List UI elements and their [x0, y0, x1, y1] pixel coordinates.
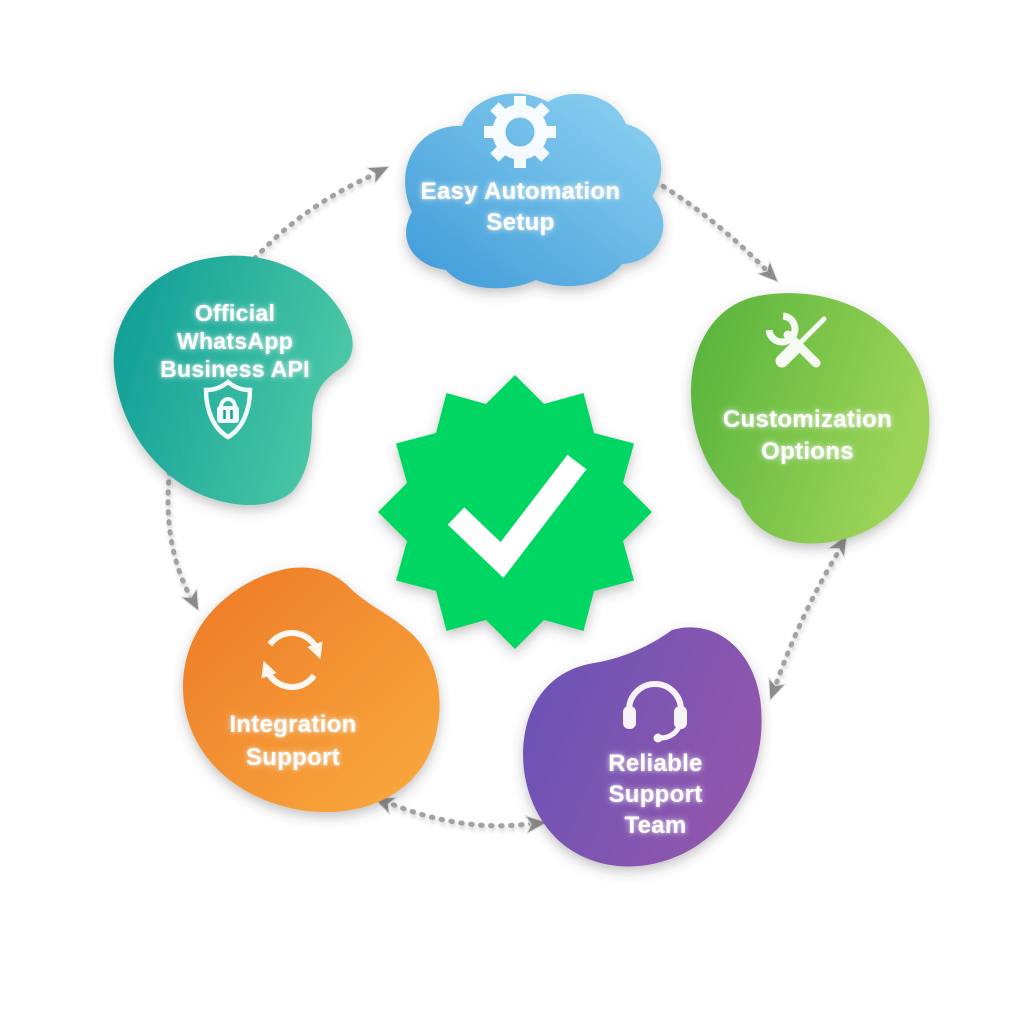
label-line: Easy Automation [420, 178, 621, 205]
label-reliable-support-team: Reliable Support Team [558, 748, 753, 841]
arrowhead-icon [755, 259, 780, 284]
blob-easy-automation-setup [405, 93, 664, 289]
connector-arrowheads [179, 165, 848, 835]
blob-integration-support [182, 567, 440, 813]
arrowhead-icon [768, 676, 787, 702]
arrowhead-icon [523, 814, 549, 835]
label-line: Official [194, 300, 276, 326]
label-line: Team [624, 812, 687, 839]
check-icon [447, 454, 587, 578]
label-line: Options [761, 438, 854, 465]
blob-reliable-support-team [523, 627, 762, 867]
connector-top-to-right [643, 173, 773, 277]
starburst-seal [378, 375, 652, 649]
arrowhead-icon [372, 797, 398, 816]
label-line: WhatsApp [176, 328, 294, 354]
verified-badge [378, 375, 652, 649]
label-customization-options: Customization Options [690, 404, 925, 468]
arrowhead-icon [365, 165, 391, 186]
label-line: Setup [486, 209, 555, 236]
arrowhead-icon [827, 533, 848, 560]
label-official-whatsapp-business-api: Official WhatsApp Business API [126, 299, 344, 383]
label-line: Business API [160, 356, 310, 382]
connector-right-to-bottom-right [771, 543, 845, 693]
label-line: Support [245, 744, 341, 771]
connector-left-to-top [245, 169, 383, 269]
arrowhead-icon [179, 587, 200, 613]
connector-bottom-right-to-bottom-left [381, 798, 539, 829]
label-line: Reliable [608, 750, 703, 777]
label-line: Customization [722, 406, 893, 433]
label-line: Support [608, 781, 703, 808]
blob-customization-options [691, 293, 930, 544]
label-line: Integration [229, 711, 357, 738]
label-easy-automation-setup: Easy Automation Setup [398, 176, 643, 238]
label-integration-support: Integration Support [195, 708, 391, 774]
